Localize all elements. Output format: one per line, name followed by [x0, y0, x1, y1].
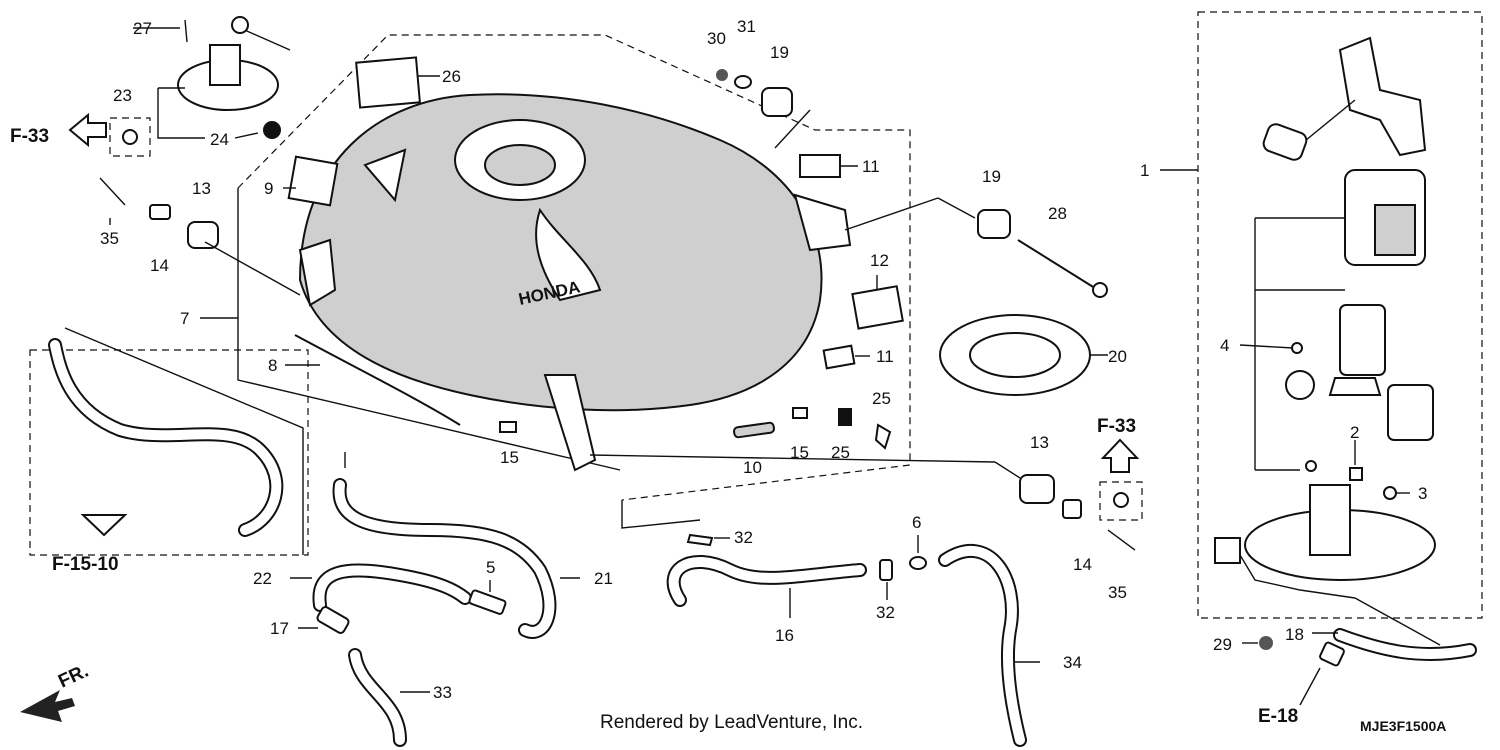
- part-label-19b: 19: [982, 167, 1001, 186]
- part-label-12: 12: [870, 251, 889, 270]
- fuel-pump-base: [1214, 484, 1436, 599]
- fuel-pump-housing: [1344, 169, 1426, 266]
- part-label-10: 10: [743, 458, 762, 477]
- part-label-32b: 32: [876, 603, 895, 622]
- part-label-2: 2: [1350, 423, 1359, 442]
- part-label-13a: 13: [192, 179, 211, 198]
- fuel-tank: HONDA: [298, 93, 852, 412]
- ref-arrow-down: [80, 514, 128, 537]
- front-direction-label: FR.: [55, 661, 92, 693]
- part-label-27: 27: [133, 19, 152, 38]
- front-direction-arrow: [20, 690, 75, 722]
- ref-f33-right: F-33: [1097, 416, 1136, 437]
- part-label-26: 26: [442, 67, 461, 86]
- render-credit: Rendered by LeadVenture, Inc.: [600, 712, 864, 733]
- part-label-5: 5: [486, 558, 495, 577]
- part-label-17: 17: [270, 619, 289, 638]
- part-label-24: 24: [210, 130, 229, 149]
- part-label-31: 31: [737, 17, 756, 36]
- part-label-18: 18: [1285, 625, 1304, 644]
- fuel-pump-box: [1197, 11, 1483, 619]
- pump-gasket: [939, 314, 1091, 396]
- tank-mount-bracket: [298, 238, 337, 307]
- tank-rear-bracket: [543, 374, 597, 472]
- fuel-filler-cap: [177, 16, 291, 111]
- ref-arrow-right: [1100, 438, 1140, 473]
- part-label-23: 23: [113, 86, 132, 105]
- ref-e18: E-18: [1258, 706, 1298, 727]
- part-label-9: 9: [264, 179, 273, 198]
- ref-arrow-left: [68, 112, 107, 148]
- part-label-7: 7: [180, 309, 189, 328]
- part-label-14b: 14: [1073, 555, 1092, 574]
- ref-f33-left: F-33: [10, 126, 49, 147]
- part-label-11a: 11: [862, 157, 880, 176]
- part-label-15a: 15: [500, 448, 519, 467]
- part-label-13b: 13: [1030, 433, 1049, 452]
- part-label-19a: 19: [770, 43, 789, 62]
- part-label-4: 4: [1220, 336, 1229, 355]
- part-label-32a: 32: [734, 528, 753, 547]
- part-label-35b: 35: [1108, 583, 1127, 602]
- tank-label-plate: [355, 56, 421, 109]
- part-label-35a: 35: [100, 229, 119, 248]
- part-label-16: 16: [775, 626, 794, 645]
- fuel-level-sender: [1262, 36, 1427, 161]
- part-label-14a: 14: [150, 256, 169, 275]
- part-label-25b: 25: [831, 443, 850, 462]
- part-label-34: 34: [1063, 653, 1082, 672]
- part-label-28: 28: [1048, 204, 1067, 223]
- ref-f1510: F-15-10: [52, 554, 119, 575]
- part-label-22: 22: [253, 569, 272, 588]
- fuel-pump-motor: [1285, 304, 1434, 441]
- part-label-8: 8: [268, 356, 277, 375]
- diagram-code: MJE3F1500A: [1360, 718, 1447, 734]
- part-label-15b: 15: [790, 443, 809, 462]
- part-label-25a: 25: [872, 389, 891, 408]
- part-label-29: 29: [1213, 635, 1232, 654]
- part-label-21: 21: [594, 569, 613, 588]
- part-label-6: 6: [912, 513, 921, 532]
- part-label-3: 3: [1418, 484, 1427, 503]
- part-label-30: 30: [707, 29, 726, 48]
- part-label-1: 1: [1140, 161, 1149, 180]
- part-label-33: 33: [433, 683, 452, 702]
- part-label-11b: 11: [876, 347, 894, 366]
- part-label-20: 20: [1108, 347, 1127, 366]
